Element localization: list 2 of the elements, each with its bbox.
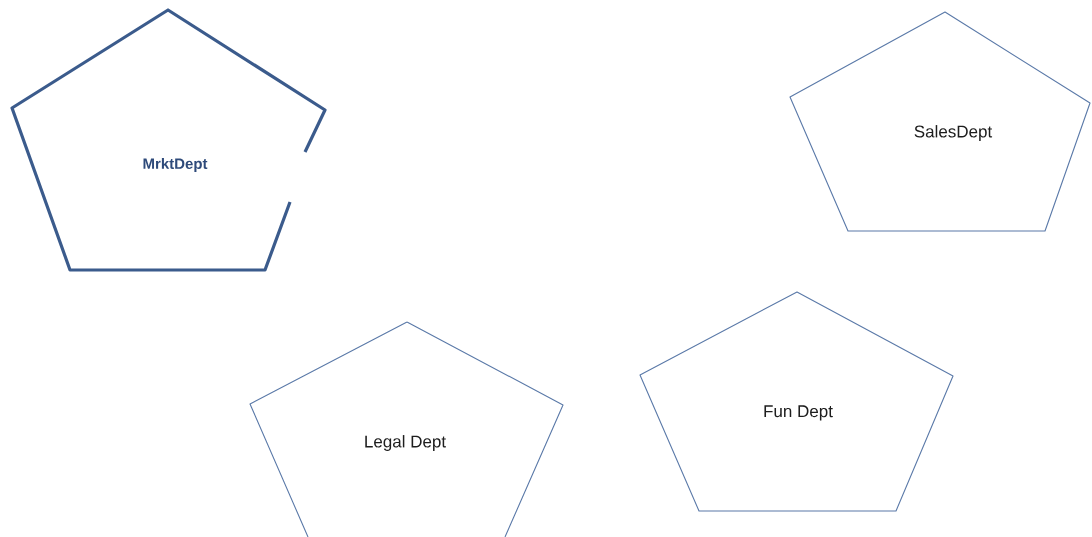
pentagon: Fun Dept — [639, 291, 954, 512]
pentagon: SalesDept — [789, 11, 1091, 232]
